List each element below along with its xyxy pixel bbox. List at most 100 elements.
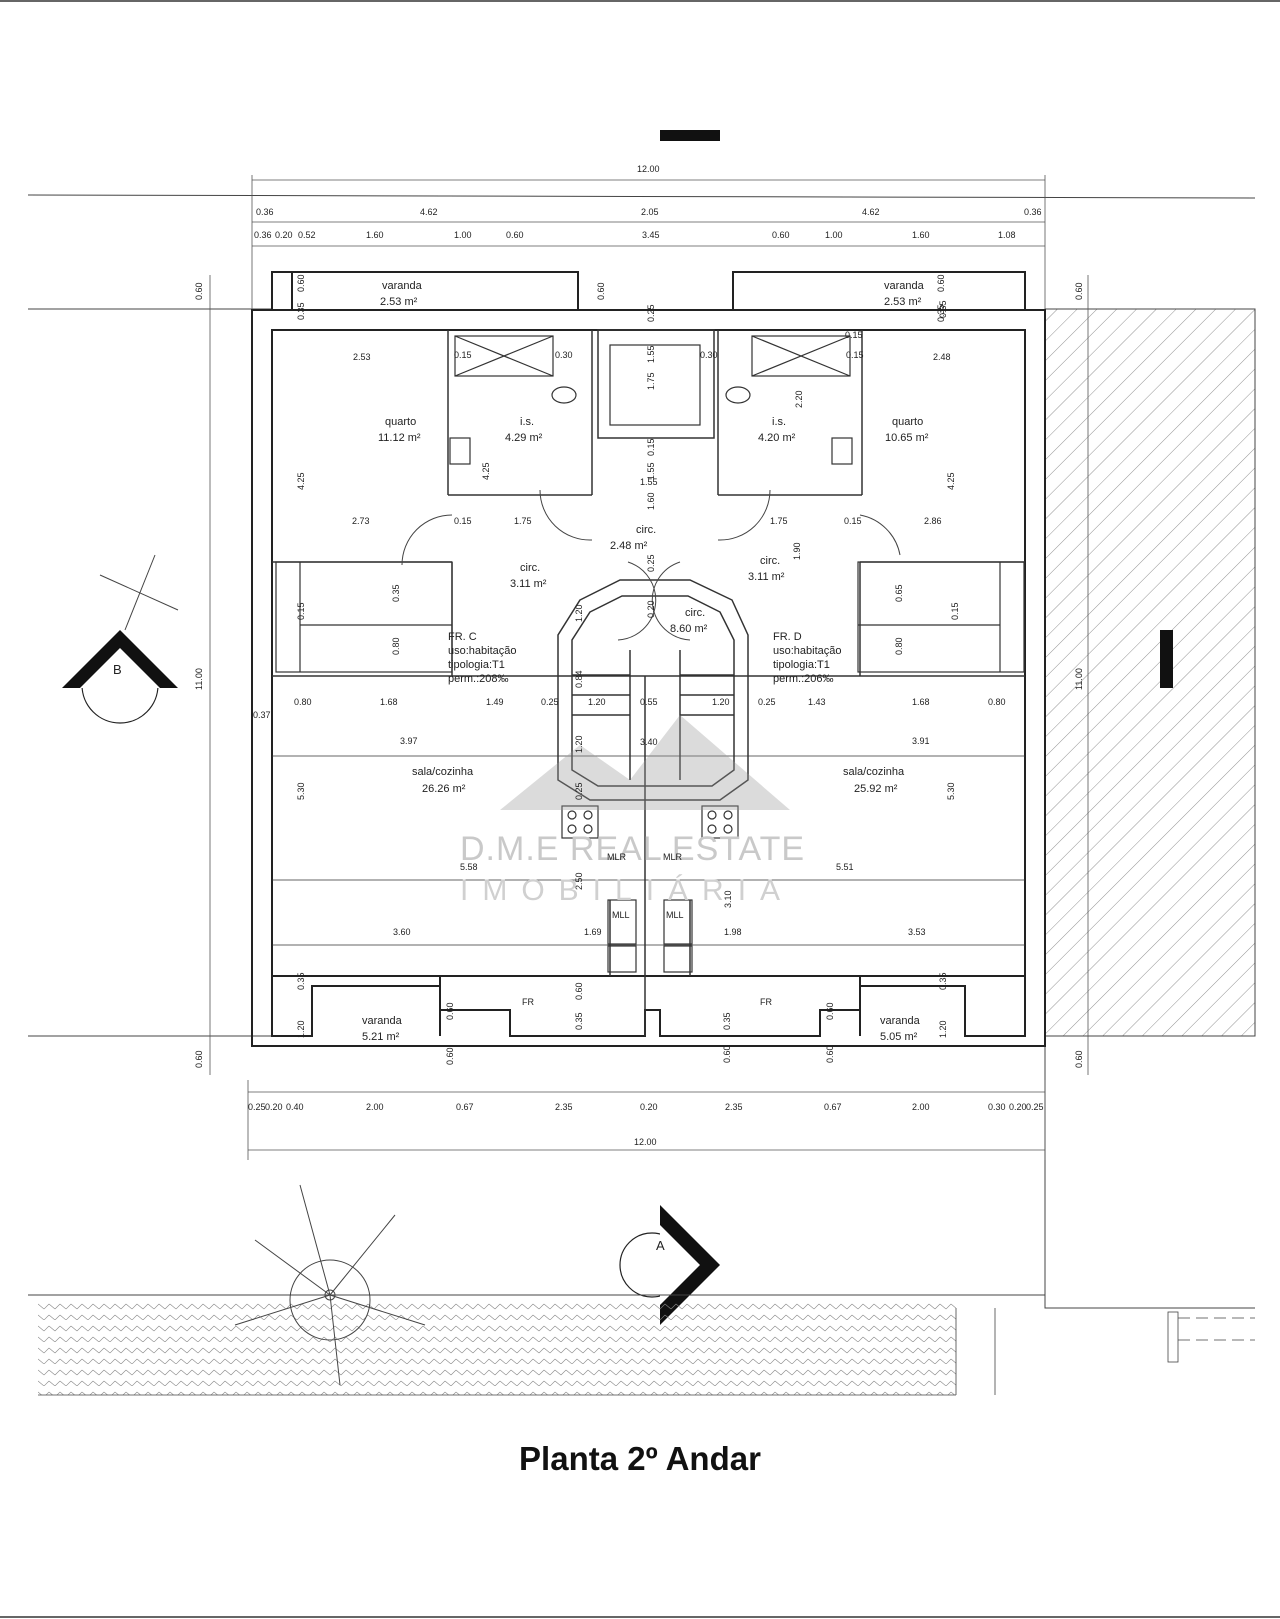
room-name: circ. <box>520 562 540 574</box>
interior-dimension: 2.86 <box>924 516 942 526</box>
dimension-texts: 12.00 0.36 4.62 2.05 4.62 0.36 0.36 0.20… <box>194 164 1084 1147</box>
stair-core <box>557 579 749 801</box>
interior-dimension: 0.60 <box>445 1047 455 1065</box>
dim-left-side: 0.60 <box>194 282 204 300</box>
interior-dimension: 0.55 <box>640 697 658 707</box>
room-area: 2.48 m² <box>610 540 648 552</box>
room-name: sala/cozinha <box>412 766 474 778</box>
room-name: sala/cozinha <box>843 766 905 778</box>
interior-dimension: 2.48 <box>933 352 951 362</box>
interior-dimension: 0.30 <box>700 350 718 360</box>
interior-dimension: 3.40 <box>640 737 658 747</box>
dim-bottom-row: 0.67 <box>456 1102 474 1112</box>
interior-dimension: 1.75 <box>770 516 788 526</box>
dim-right-side: 0.60 <box>1074 282 1084 300</box>
adjacent-building-hatch <box>1044 308 1256 1037</box>
interior-dimension: 1.68 <box>380 697 398 707</box>
interior-dimension: 5.51 <box>836 862 854 872</box>
interior-dimension: 0.25 <box>646 554 656 572</box>
watermark-name: D.M.E REAL ESTATE <box>460 830 805 868</box>
interior-dimension: 5.58 <box>460 862 478 872</box>
interior-dimension: 1.20 <box>712 697 730 707</box>
room-name: i.s. <box>772 416 786 428</box>
dim-top-row1: 4.62 <box>420 207 438 217</box>
dim-top-row2: 3.45 <box>642 230 660 240</box>
room-name: quarto <box>385 416 416 428</box>
palm-tree <box>234 1184 426 1386</box>
interior-dimension: 3.91 <box>912 736 930 746</box>
interior-dimension: 0.60 <box>825 1002 835 1020</box>
dim-bottom-row: 0.67 <box>824 1102 842 1112</box>
interior-dimension: 1.55 <box>640 477 658 487</box>
interior-dimension: 0.35 <box>391 584 401 602</box>
interior-dimension: 1.98 <box>724 927 742 937</box>
interior-dimension: 0.80 <box>988 697 1006 707</box>
room-area: 2.53 m² <box>380 296 418 308</box>
room-area: 25.92 m² <box>854 783 898 795</box>
unit-type: tipologia:T1 <box>773 659 830 671</box>
interior-dimension: 1.75 <box>514 516 532 526</box>
dim-top-row2: 0.60 <box>506 230 524 240</box>
dim-top-row2: 1.08 <box>998 230 1016 240</box>
kitchen-fixtures <box>561 805 739 973</box>
fixture-label-mlr: MLR <box>663 852 683 862</box>
interior-dimension: 0.35 <box>722 1012 732 1030</box>
fixture-label-mlr: MLR <box>607 852 627 862</box>
fixture-label-mll: MLL <box>666 910 684 920</box>
interior-dimension: 4.25 <box>481 462 491 480</box>
interior-dimension: 1.20 <box>296 1020 306 1038</box>
north-marker <box>660 130 720 141</box>
room-area: 3.11 m² <box>510 578 547 590</box>
interior-dimension: 0.35 <box>938 972 948 990</box>
dim-bottom-row: 0.20 <box>265 1102 283 1112</box>
interior-dimension: 0.25 <box>758 697 776 707</box>
dim-top-row2: 1.60 <box>366 230 384 240</box>
interior-dimension: 4.25 <box>296 472 306 490</box>
side-dimension-lines <box>209 275 1089 1075</box>
fixture-label-mll: MLL <box>612 910 630 920</box>
interior-dimension: 5.30 <box>296 782 306 800</box>
interior-dimension: 1.69 <box>584 927 602 937</box>
unit-info-fr-c: FR. C uso:habitação tipologia:T1 perm.:2… <box>448 631 517 685</box>
unit-perm: perm.:208‰ <box>448 673 509 685</box>
room-area: 10.65 m² <box>885 432 929 444</box>
watermark-logo <box>500 715 790 810</box>
room-area: 5.21 m² <box>362 1031 400 1043</box>
room-area: 3.11 m² <box>748 571 785 583</box>
interior-dimension: 0.60 <box>825 1045 835 1063</box>
ground-area <box>28 1294 1255 1396</box>
bottom-dimension-lines <box>247 1080 1046 1160</box>
interior-dimension: 0.37 <box>253 710 271 720</box>
dim-bottom-row: 2.00 <box>366 1102 384 1112</box>
interior-dimension: 0.80 <box>894 637 904 655</box>
interior-dimension: 2.20 <box>794 390 804 408</box>
room-labels: varanda 2.53 m² varanda 2.53 m² quarto 1… <box>362 280 929 1043</box>
dim-top-row2: 0.52 <box>298 230 316 240</box>
top-dimension-lines <box>251 175 1046 320</box>
interior-dimension: 3.60 <box>393 927 411 937</box>
interior-dimension: 0.25 <box>646 304 656 322</box>
room-name: varanda <box>880 1015 921 1027</box>
dim-top-row2: 0.60 <box>772 230 790 240</box>
interior-dimension: 1.60 <box>646 492 656 510</box>
unit-label: FR. C <box>448 631 477 643</box>
dim-top-row2: 0.20 <box>275 230 293 240</box>
room-area: 4.29 m² <box>505 432 543 444</box>
interior-dimension: 0.84 <box>574 670 584 688</box>
interior-dimension: 1.20 <box>574 604 584 622</box>
dim-top-row1: 0.36 <box>1024 207 1042 217</box>
interior-dimension: 1.20 <box>938 1020 948 1038</box>
interior-dimension: 1.49 <box>486 697 504 707</box>
fixture-label-fr: FR <box>760 997 772 1007</box>
room-name: i.s. <box>520 416 534 428</box>
dim-top-row2: 0.36 <box>254 230 272 240</box>
interior-dimension: 0.35 <box>296 972 306 990</box>
interior-dimension: 0.35 <box>296 302 306 320</box>
interior-dimension: 0.80 <box>391 637 401 655</box>
interior-dimension: 1.55 <box>646 345 656 363</box>
unit-use: uso:habitação <box>773 645 842 657</box>
room-name: quarto <box>892 416 923 428</box>
dim-bottom-row: 0.40 <box>286 1102 304 1112</box>
section-label-a: A <box>656 1238 665 1253</box>
